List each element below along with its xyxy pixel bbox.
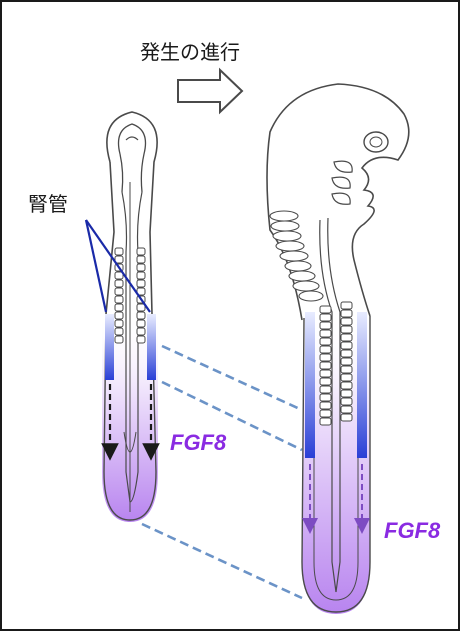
fgf8-label-late: FGF8 (384, 518, 440, 544)
fgf8-label-early: FGF8 (170, 430, 226, 456)
kidney-duct-left (105, 314, 114, 380)
kidney-duct-label: 腎管 (28, 188, 68, 217)
progress-arrow-icon (178, 70, 242, 112)
early-embryo (102, 112, 158, 522)
late-kidney-duct-left (305, 312, 315, 458)
late-kidney-duct-right (357, 312, 367, 458)
kidney-duct-right (147, 314, 156, 380)
stage-connectors (142, 346, 302, 598)
progress-label: 発生の進行 (140, 36, 240, 65)
